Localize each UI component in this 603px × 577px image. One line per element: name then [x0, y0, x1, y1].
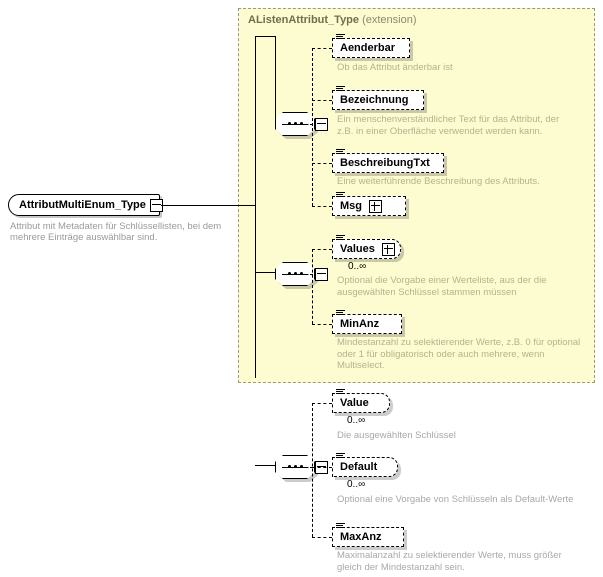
element-label-values: Values — [340, 243, 375, 255]
root-type-name: AttributMultiEnum_Type — [19, 199, 146, 211]
branch-line-seq2 — [255, 272, 275, 273]
branch-line-seq1 — [255, 36, 275, 37]
sequence-icon-1 — [282, 122, 308, 125]
seq1-stub-beschreibungtxt — [312, 163, 332, 164]
element-icon-beschreibungtxt — [336, 149, 345, 156]
element-description-values: Optional die Vorgabe einer Werteliste, a… — [337, 275, 547, 298]
trunk-line-horizontal — [161, 205, 255, 206]
seq3-stub-maxanz — [312, 537, 332, 538]
seq1-inlet-line — [275, 36, 276, 124]
element-label-beschreibungtxt: BeschreibungTxt — [340, 157, 430, 169]
element-icon-default — [336, 453, 345, 460]
element-cardinality-value: 0..∞ — [347, 415, 366, 426]
root-type-box[interactable]: AttributMultiEnum_Type — [8, 194, 160, 216]
element-label-maxanz: MaxAnz — [340, 531, 382, 543]
seq1-stub-aenderbar — [312, 48, 332, 49]
seq3-stub-value — [312, 403, 332, 404]
element-icon-msg — [336, 192, 345, 199]
element-icon-maxanz — [336, 523, 345, 530]
sequence-icon-3 — [282, 465, 308, 468]
element-expand-icon-msg[interactable] — [369, 199, 382, 213]
element-node-value[interactable]: Value — [332, 389, 390, 413]
element-label-bezeichnung: Bezeichnung — [340, 94, 409, 106]
element-description-bezeichnung: Ein menschenverständlicher Text für das … — [337, 114, 560, 137]
seq2-stub-minanz — [312, 324, 332, 325]
root-type-description: Attribut mit Metadaten für Schlüssellist… — [10, 221, 222, 243]
element-label-default: Default — [340, 461, 378, 473]
element-label-minanz: MinAnz — [340, 318, 380, 330]
element-label-aenderbar: Aenderbar — [340, 42, 396, 54]
seq3-outlet-line — [301, 467, 313, 468]
element-label-value: Value — [340, 397, 369, 409]
extension-group-title: AListenAttribut_Type (extension) — [248, 14, 417, 26]
branch-line-seq3 — [255, 465, 275, 466]
extension-base-type-name: AListenAttribut_Type — [248, 14, 360, 26]
element-node-maxanz[interactable]: MaxAnz — [332, 523, 404, 547]
element-node-beschreibungtxt[interactable]: BeschreibungTxt — [332, 149, 444, 173]
element-description-default: Optional eine Vorgabe von Schlüsseln als… — [337, 494, 574, 505]
seq3-stub-default — [312, 467, 332, 468]
trunk-line-vertical — [255, 36, 256, 378]
element-description-value: Die ausgewählten Schlüssel — [337, 430, 456, 441]
seq2-stub-values — [312, 249, 332, 250]
seq2-outlet-line — [301, 274, 313, 275]
seq1-stub-msg — [312, 206, 332, 207]
seq1-stub-bezeichnung — [312, 100, 332, 101]
element-icon-aenderbar — [336, 34, 345, 41]
element-node-msg[interactable]: Msg — [332, 192, 406, 216]
element-icon-bezeichnung — [336, 86, 345, 93]
sequence-collapse-icon-2[interactable] — [315, 268, 328, 281]
element-node-default[interactable]: Default — [332, 453, 398, 477]
sequence-compositor-2[interactable] — [275, 262, 328, 289]
element-cardinality-default: 0..∞ — [347, 479, 366, 490]
element-description-aenderbar: Ob das Attribut änderbar ist — [337, 62, 453, 73]
seq1-outlet-line — [301, 124, 313, 125]
element-description-minanz: Mindestanzahl zu selektierender Werte, z… — [337, 337, 581, 371]
element-node-aenderbar[interactable]: Aenderbar — [332, 34, 410, 58]
sequence-icon-2 — [282, 272, 308, 275]
element-label-msg: Msg — [340, 200, 362, 212]
element-icon-values — [336, 235, 345, 242]
element-node-bezeichnung[interactable]: Bezeichnung — [332, 86, 424, 110]
element-node-values[interactable]: Values — [332, 235, 401, 259]
seq1-branch-bar — [312, 48, 313, 206]
element-cardinality-values: 0..∞ — [348, 261, 367, 272]
extension-kind-label: (extension) — [362, 14, 417, 26]
element-icon-value — [336, 389, 345, 396]
seq3-branch-bar — [312, 403, 313, 537]
element-description-beschreibungtxt: Eine weiterführende Beschreibung des Att… — [337, 176, 540, 187]
element-description-maxanz: Maximalanzahl zu selektierender Werte, m… — [337, 550, 562, 573]
extension-group-panel — [238, 8, 595, 383]
element-expand-icon-values[interactable] — [381, 242, 395, 256]
element-node-minanz[interactable]: MinAnz — [332, 310, 402, 334]
seq2-branch-bar — [312, 249, 313, 324]
element-icon-minanz — [336, 310, 345, 317]
sequence-collapse-icon-1[interactable] — [315, 118, 328, 131]
